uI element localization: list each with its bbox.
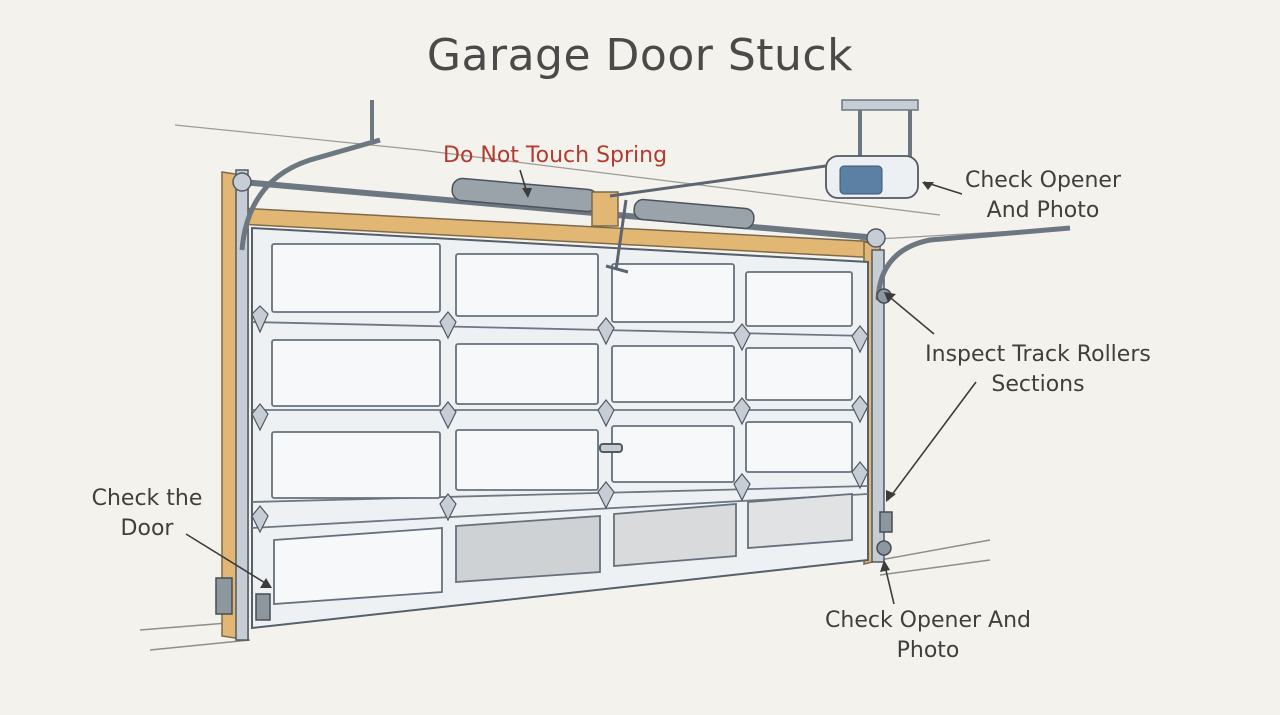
- torsion-assembly: [232, 172, 886, 248]
- callout-text-line-1: Check Opener And: [825, 608, 1031, 633]
- callout-text-line-2: Sections: [991, 372, 1085, 397]
- horizontal-tracks: [239, 137, 1071, 301]
- arrow-heads: [260, 182, 934, 588]
- callout-text-line-2: Door: [120, 516, 174, 541]
- callout-text-line-1: Inspect Track Rollers: [925, 342, 1151, 367]
- callout-text: Do Not Touch Spring: [443, 143, 668, 168]
- opener-rail: [605, 162, 841, 274]
- door-panels: [271, 243, 853, 499]
- hinges: [251, 305, 869, 534]
- door-handle: [599, 443, 623, 453]
- callout-check-the-door: Check the Door: [84, 484, 210, 544]
- diagram-title: Garage Door Stuck: [426, 30, 854, 81]
- callout-text-line-1: Check Opener: [964, 168, 1121, 193]
- callout-text-line-1: Check the: [91, 486, 203, 511]
- callout-check-opener-bottom: Check Opener And Photo: [818, 606, 1038, 666]
- callout-text-line-2: And Photo: [986, 198, 1100, 223]
- track-hangers: [370, 99, 919, 160]
- callout-check-opener-top: Check Opener And Photo: [956, 166, 1130, 226]
- callout-do-not-touch-spring: Do Not Touch Spring: [443, 141, 667, 171]
- vertical-tracks: [235, 169, 885, 641]
- roller-brackets: [215, 288, 893, 621]
- opener-motor: [825, 155, 919, 199]
- bottom-section: [273, 493, 853, 605]
- callout-inspect-track-rollers: Inspect Track Rollers Sections: [914, 340, 1162, 400]
- callout-text-line-2: Photo: [896, 638, 960, 663]
